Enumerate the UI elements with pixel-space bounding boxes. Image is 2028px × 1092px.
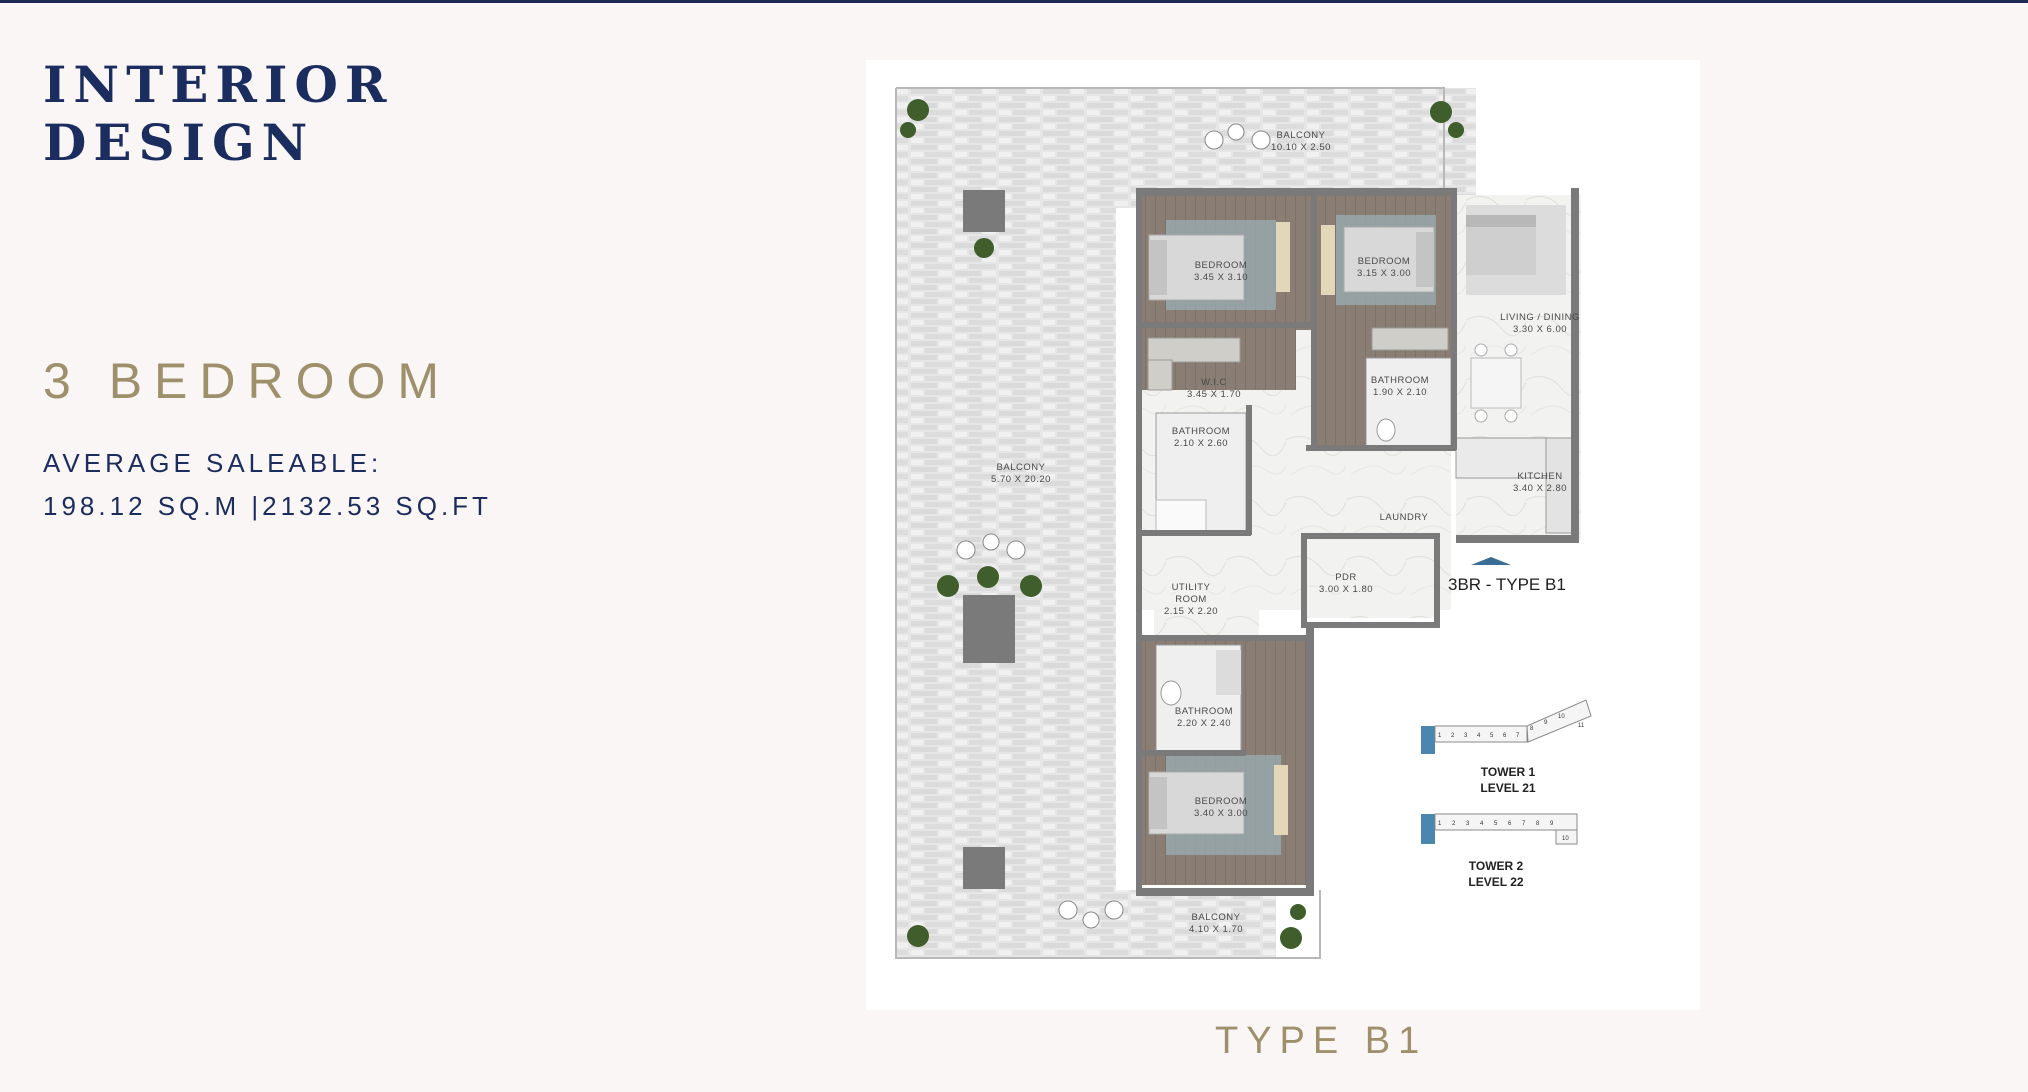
- balcony-bottom-floor: [1116, 890, 1276, 958]
- tower-2-unit-8: 8: [1536, 821, 1540, 827]
- outdoor-table: [963, 595, 1015, 663]
- bedroom-2-dims: 3.15 X 3.00: [1357, 268, 1411, 279]
- plant-icon: [907, 925, 929, 947]
- tower-2-unit-1: 1: [1438, 821, 1442, 827]
- bedroom-3-dims: 3.40 X 3.00: [1194, 808, 1248, 819]
- plant-icon: [900, 122, 916, 138]
- balcony-top-name: BALCONY: [1277, 130, 1326, 141]
- tower-1-unit-1: 1: [1438, 733, 1442, 739]
- area-label: AVERAGE SALEABLE:: [43, 448, 383, 478]
- plan-type-label: 3BR - TYPE B1: [1448, 575, 1566, 594]
- bathroom-3-dims: 2.20 X 2.40: [1177, 718, 1231, 729]
- utility-floor: [1154, 545, 1259, 635]
- tower-1-unit-9: 9: [1544, 720, 1548, 726]
- tower-1-unit-3: 3: [1464, 733, 1468, 739]
- planter-box: [963, 847, 1005, 889]
- tower-2-unit-3: 3: [1466, 821, 1470, 827]
- utility-name-2: ROOM: [1175, 594, 1207, 605]
- tower-1-unit-5: 5: [1490, 733, 1494, 739]
- tower-2-level: LEVEL 22: [1468, 875, 1523, 889]
- unit-type-heading: 3 BEDROOM: [43, 353, 452, 409]
- bathroom-2-dims: 1.90 X 2.10: [1373, 387, 1427, 398]
- tower-1-unit-10: 10: [1558, 714, 1565, 720]
- tower-1-unit-4: 4: [1477, 733, 1481, 739]
- pdr-name: PDR: [1335, 572, 1357, 583]
- tower-2-unit-9: 9: [1550, 821, 1554, 827]
- area-value: 198.12 SQ.M |2132.53 SQ.FT: [43, 491, 492, 521]
- balcony-left-name: BALCONY: [997, 462, 1046, 473]
- plan-caption: TYPE B1: [1215, 1020, 1428, 1062]
- plant-icon: [1448, 122, 1464, 138]
- tower-2-unit-2: 2: [1452, 821, 1456, 827]
- floor-plan-drawing: BALCONY 10.10 X 2.50 BALCONY 5.70 X 20.2…: [895, 87, 1592, 959]
- plant-icon: [1280, 927, 1302, 949]
- tower-2-unit-numbers: 1 2 3 4 5 6 7 8 9 10: [1438, 821, 1569, 842]
- plant-icon: [1430, 101, 1452, 123]
- tower-1-unit-2: 2: [1451, 733, 1455, 739]
- bedroom-2-name: BEDROOM: [1358, 256, 1411, 267]
- balcony-left-floor: [896, 88, 1116, 958]
- bathroom-3-name: BATHROOM: [1175, 706, 1233, 717]
- type-marker-icon: [1471, 557, 1511, 565]
- tower-2-unit-7: 7: [1522, 821, 1526, 827]
- wic-name: W.I.C: [1201, 377, 1227, 388]
- balcony-bottom-dims: 4.10 X 1.70: [1189, 924, 1243, 935]
- plant-icon: [974, 238, 994, 258]
- balcony-top-dims: 10.10 X 2.50: [1271, 142, 1331, 153]
- tower-2-name: TOWER 2: [1469, 859, 1524, 873]
- wic-dims: 3.45 X 1.70: [1187, 389, 1241, 400]
- key-plan-tower-1: [1421, 699, 1592, 754]
- page-title-line-1: INTERIOR: [43, 55, 394, 114]
- bathroom-2-name: BATHROOM: [1371, 375, 1429, 386]
- tower-1-unit-11: 11: [1578, 723, 1585, 729]
- tower-1-unit-numbers: 1 2 3 4 5 6 7 8 9 10 11: [1438, 714, 1585, 739]
- page-title: INTERIOR DESIGN: [43, 56, 393, 172]
- tower-1-level: LEVEL 21: [1480, 781, 1535, 795]
- tower-1-unit-6: 6: [1503, 733, 1507, 739]
- key-plan-tower-2: [1421, 813, 1578, 845]
- floor-plan-card: BALCONY 10.10 X 2.50 BALCONY 5.70 X 20.2…: [866, 60, 1700, 1010]
- tower-2-unit-6: 6: [1508, 821, 1512, 827]
- tower-1-unit-8: 8: [1530, 726, 1534, 732]
- tower-1-unit-7: 7: [1516, 733, 1520, 739]
- plant-icon: [1020, 575, 1042, 597]
- laundry-name: LAUNDRY: [1380, 512, 1429, 523]
- utility-name-1: UTILITY: [1172, 582, 1211, 593]
- top-rule: [0, 0, 2028, 3]
- kitchen-dims: 3.40 X 2.80: [1513, 483, 1567, 494]
- plant-icon: [1290, 904, 1306, 920]
- page-title-line-2: DESIGN: [43, 113, 315, 172]
- pdr-dims: 3.00 X 1.80: [1319, 584, 1373, 595]
- tower-2-unit-4: 4: [1480, 821, 1484, 827]
- utility-dims: 2.15 X 2.20: [1164, 606, 1218, 617]
- pdr-floor: [1306, 538, 1436, 618]
- living-dims: 3.30 X 6.00: [1513, 324, 1567, 335]
- bathroom-1-name: BATHROOM: [1172, 426, 1230, 437]
- tower-2-unit-5: 5: [1494, 821, 1498, 827]
- plant-icon: [977, 566, 999, 588]
- balcony-bottom-name: BALCONY: [1192, 912, 1241, 923]
- bedroom-1-name: BEDROOM: [1195, 260, 1248, 271]
- planter-box: [963, 190, 1005, 232]
- kitchen-name: KITCHEN: [1517, 471, 1562, 482]
- bathroom-1-dims: 2.10 X 2.60: [1174, 438, 1228, 449]
- plant-icon: [907, 99, 929, 121]
- tower-1-name: TOWER 1: [1481, 765, 1536, 779]
- plant-icon: [937, 575, 959, 597]
- tower-2-unit-10: 10: [1562, 836, 1569, 842]
- balcony-left-dims: 5.70 X 20.20: [991, 474, 1051, 485]
- bedroom-1-dims: 3.45 X 3.10: [1194, 272, 1248, 283]
- living-name: LIVING / DINING: [1500, 312, 1580, 323]
- bedroom-3-name: BEDROOM: [1195, 796, 1248, 807]
